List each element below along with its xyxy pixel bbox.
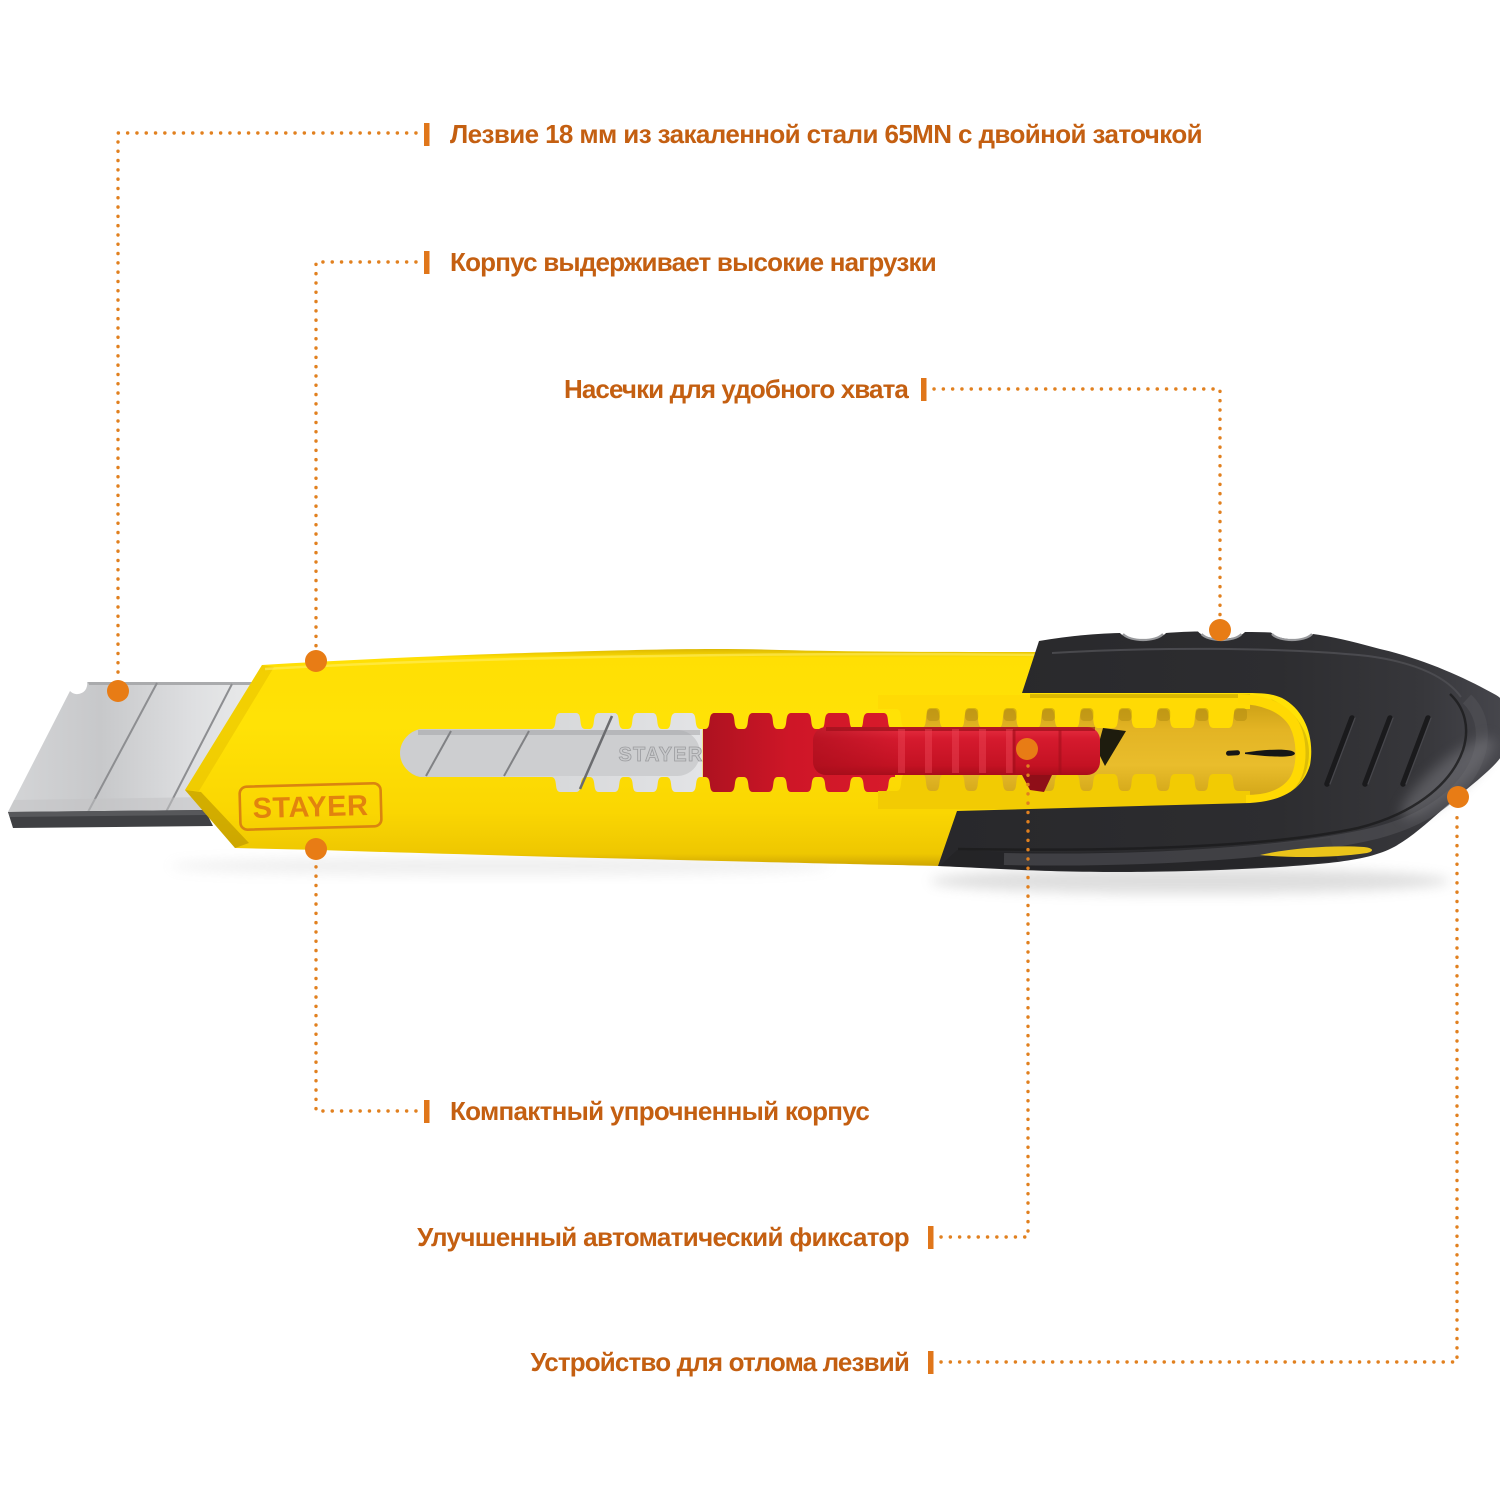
svg-text:Насечки для удобного хвата: Насечки для удобного хвата: [564, 374, 909, 404]
svg-text:Корпус выдерживает высокие наг: Корпус выдерживает высокие нагрузки: [450, 247, 936, 277]
svg-text:Компактный упрочненный корпус: Компактный упрочненный корпус: [450, 1096, 869, 1126]
svg-text:Улучшенный автоматический фикс: Улучшенный автоматический фиксатор: [417, 1222, 909, 1252]
svg-text:STAYER: STAYER: [618, 744, 703, 766]
svg-text:STAYER: STAYER: [252, 790, 369, 825]
svg-text:Лезвие 18 мм из закаленной ста: Лезвие 18 мм из закаленной стали 65MN с …: [450, 119, 1202, 149]
svg-text:Устройство для отлома лезвий: Устройство для отлома лезвий: [531, 1347, 909, 1377]
